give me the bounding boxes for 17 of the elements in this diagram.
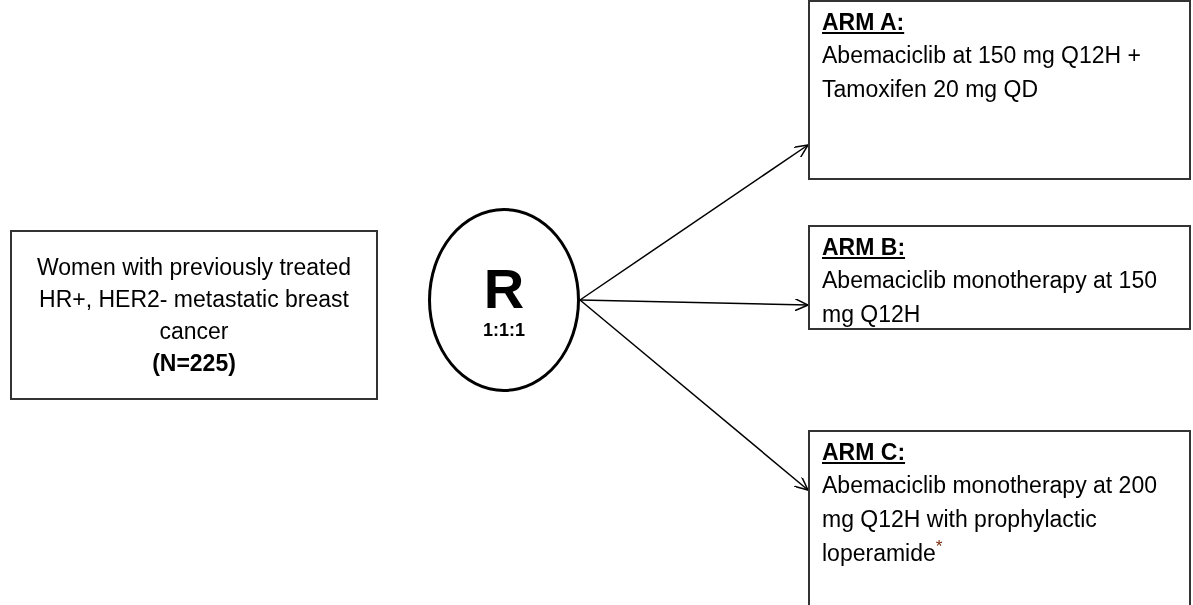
arm-treatment: Abemaciclib at 150 mg Q12H + Tamoxifen 20 mg QD: [822, 41, 1142, 104]
arm-box: [808, 430, 1191, 605]
arm-heading: ARM A:: [822, 8, 905, 37]
arm-treatment: Abemaciclib monotherapy at 150 mg Q12H: [822, 266, 1158, 329]
population-text: Women with previously treated HR+, HER2- metastatic breast cancer: [35, 253, 353, 346]
population-box: [10, 230, 378, 400]
arm-heading: ARM B:: [822, 233, 906, 262]
arm-heading: ARM C:: [822, 438, 906, 467]
ratio-text: 1:1:1: [483, 319, 525, 341]
arrow: [579, 299, 809, 491]
arrow: [579, 144, 809, 301]
arm-treatment: Abemaciclib monotherapy at 200 mg Q12H with prophylactic loperamide$^{*}$: [822, 471, 1158, 568]
arrow: [579, 297, 809, 312]
sample-size: (N=225): [152, 349, 236, 378]
arm-box: [808, 225, 1191, 330]
randomization-letter: R: [483, 259, 525, 319]
arm-box: [808, 0, 1191, 180]
